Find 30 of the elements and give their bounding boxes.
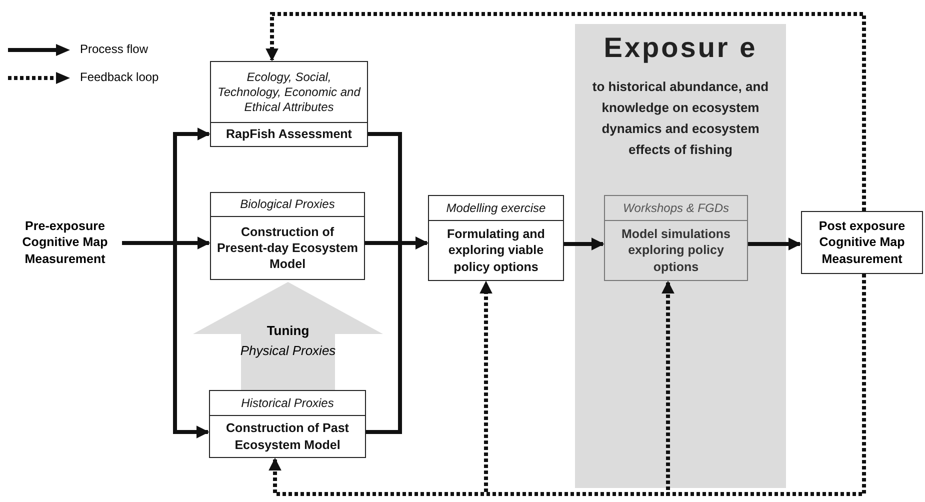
box-heading: Historical Proxies [241,396,334,410]
box-text: Formulating and exploring viable policy options [446,226,546,275]
box-heading: Ecology, Social, Technology, Economic and Ethical Attributes [216,70,362,114]
feedback-arrow [266,12,866,211]
flow-arrow [748,238,802,250]
arrow-label: Tuning [266,323,310,338]
process-box [209,390,366,458]
box-text: Model simulations exploring policy options [620,226,732,275]
process-box [428,195,564,281]
arrow-sublabel: Physical Proxies [240,343,336,358]
legend-label: Feedback loop [80,70,159,84]
exposure-panel [575,24,786,488]
box-heading: Workshops & FGDs [622,200,730,216]
process-box [210,61,368,147]
legend-label: Process flow [80,42,148,56]
panel-title: Exposur e [604,32,758,63]
box-text: RapFish Assessment [226,126,352,143]
process-box [604,195,748,281]
box-text: Construction of Past Ecosystem Model [225,420,350,453]
box-heading: Biological Proxies [240,197,335,212]
panel-description: to historical abundance, and knowledge on ecosystem dynamics and ecosystem effects of fishing [591,78,770,159]
process-box [801,211,923,274]
flow-arrow [564,238,604,250]
box-text: Post exposure Cognitive Map Measurement [818,218,906,267]
process-box [210,192,365,280]
box-text: Construction of Present-day Ecosystem Model [216,224,360,272]
step-label: Pre-exposure Cognitive Map Measurement [8,218,122,268]
box-heading: Modelling exercise [446,200,546,216]
flow-arrow [366,236,428,434]
flow-arrow [122,241,210,438]
